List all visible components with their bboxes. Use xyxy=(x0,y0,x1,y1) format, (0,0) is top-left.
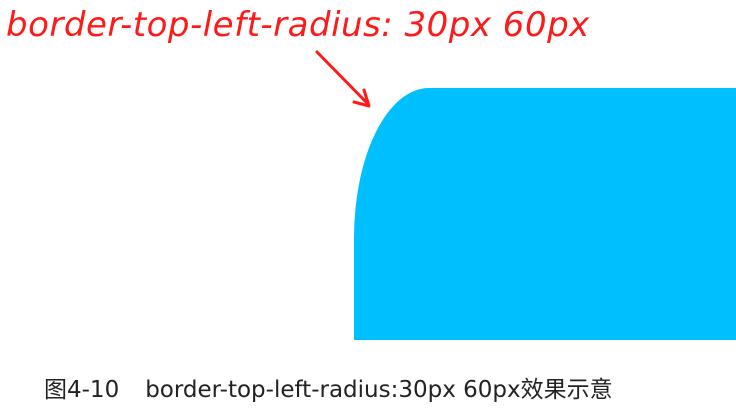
annotation-label: border-top-left-radius: 30px 60px xyxy=(6,5,590,45)
rounded-corner-shape xyxy=(354,88,736,340)
figure-caption: 图4-10 border-top-left-radius:30px 60px效果示… xyxy=(44,372,613,408)
figure-number: 图4-10 xyxy=(44,377,120,403)
arrow-shaft xyxy=(315,50,370,106)
arrow-head xyxy=(352,88,371,108)
caption-text: border-top-left-radius:30px 60px效果示意 xyxy=(145,377,613,403)
